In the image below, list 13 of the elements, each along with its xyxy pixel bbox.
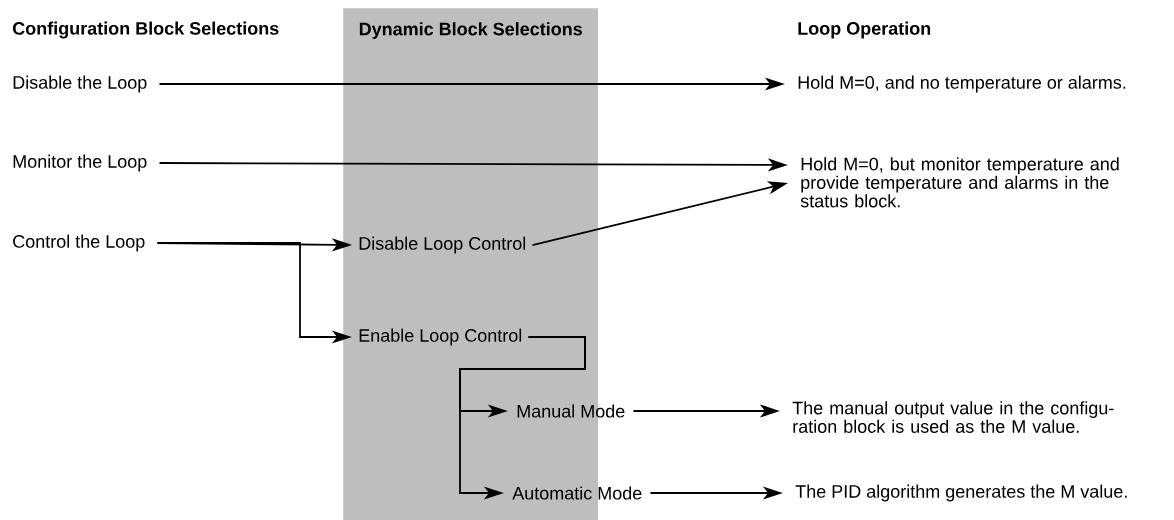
option-label: Automatic Mode [512,486,642,500]
option-label: Enable Loop Control [359,328,522,346]
text-label: Control the Loop [13,234,145,252]
option-label: Disable Loop Control [359,236,526,254]
text-label: Hold M=0, and no temperature or alarms. [798,75,1126,93]
text-label: Disable the Loop [13,75,147,93]
option-label: Manual Mode [517,404,625,418]
column-heading: Loop Operation [798,21,931,39]
text-label: Monitor the Loop [13,154,147,172]
text-label: The manual output value in the configu- ration block is used as the M value. [792,401,1114,433]
text-label: The PID algorithm generates the M value. [795,484,1127,502]
text-label: Hold M=0, but monitor temperature and provide temperature and alarms in the status block. [800,157,1119,208]
column-heading: Configuration Block Selections [12,21,279,39]
